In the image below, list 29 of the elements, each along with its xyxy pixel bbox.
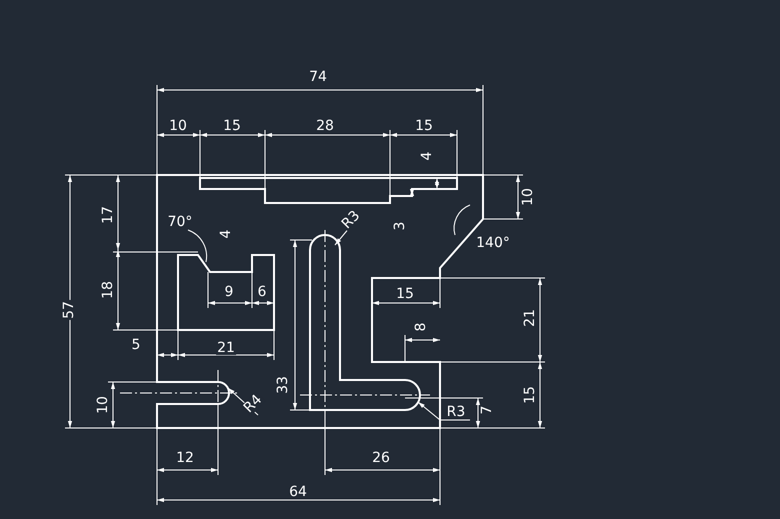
dimension-label: 5 xyxy=(130,338,142,352)
dimension-label: 57 xyxy=(62,300,76,320)
dimension-label: 64 xyxy=(288,485,308,499)
dimension-label: 8 xyxy=(414,322,428,332)
dimension-label: 15 xyxy=(222,119,242,133)
dimension-label: 18 xyxy=(101,280,115,300)
dimension-label: 70° xyxy=(166,215,194,229)
dimension-label: 4 xyxy=(219,228,233,240)
dimension-label: 10 xyxy=(521,187,535,207)
dimension-label: 12 xyxy=(175,451,195,465)
dimension-label: 10 xyxy=(168,119,188,133)
dimension-label: 9 xyxy=(224,285,234,299)
dimension-label: 10 xyxy=(96,395,110,415)
dimension-label: 15 xyxy=(523,385,537,405)
dimension-label: 26 xyxy=(371,451,391,465)
dimension-label: 4 xyxy=(420,150,434,162)
dimension-label: 17 xyxy=(101,205,115,225)
dimension-label: 21 xyxy=(523,308,537,328)
dimension-label: 6 xyxy=(256,285,268,299)
dimension-label: 33 xyxy=(276,375,290,395)
dimension-label: R3 xyxy=(446,405,466,419)
dimension-label: 15 xyxy=(414,119,434,133)
dimension-label: 3 xyxy=(393,220,407,232)
dimension-label: 21 xyxy=(216,341,236,355)
dimension-label: 15 xyxy=(395,287,415,301)
dimension-label: 28 xyxy=(315,119,335,133)
dimension-label: 7 xyxy=(480,404,494,416)
dimension-label: 74 xyxy=(308,70,328,84)
dimension-label: 140° xyxy=(475,236,511,250)
